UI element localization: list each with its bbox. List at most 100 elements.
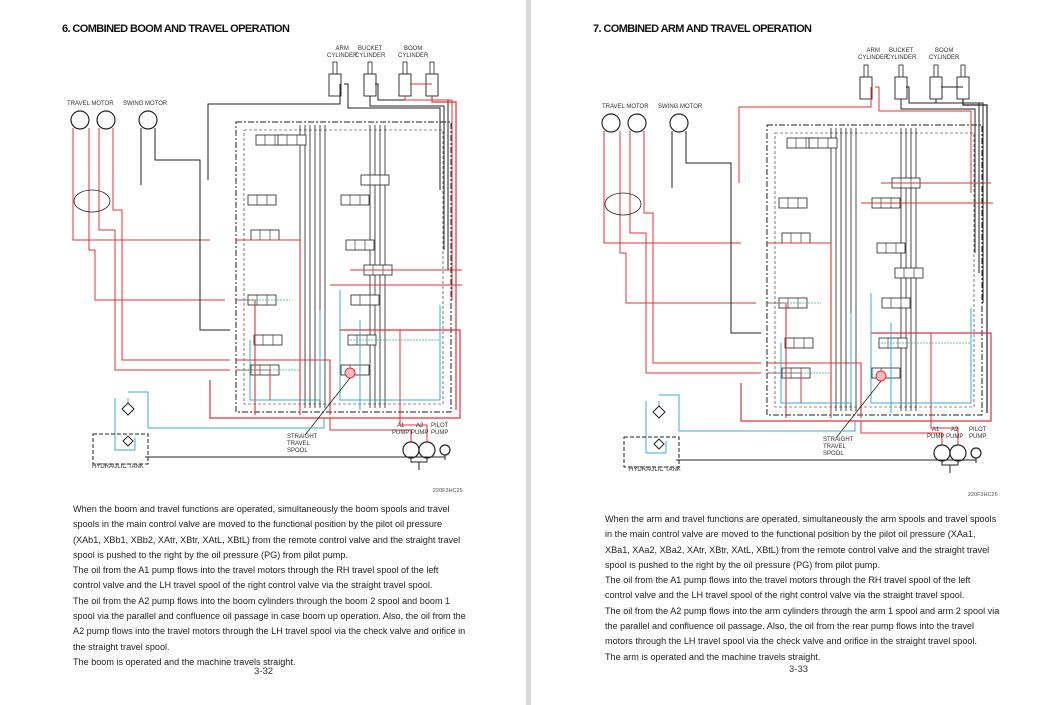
spool-icon xyxy=(340,194,370,206)
travel-line xyxy=(603,131,741,244)
arm-line xyxy=(344,83,441,190)
boom-line xyxy=(962,99,988,413)
paragraph: The oil from the A2 pump flows into the … xyxy=(605,605,1000,647)
bucket-cylinder-icon xyxy=(894,76,908,100)
arm-cylinder-label: ARM CYLINDER xyxy=(858,48,889,61)
spool-icon xyxy=(360,174,390,186)
section-title: 6. COMBINED BOOM AND TRAVEL OPERATION xyxy=(62,23,290,35)
travel-line xyxy=(619,131,756,304)
spool-icon xyxy=(345,239,375,251)
spool-icon xyxy=(876,242,906,254)
paragraph: The oil from the A2 pump flows into the … xyxy=(73,595,466,652)
suction-line xyxy=(410,458,428,463)
bucket-cylinder-icon xyxy=(363,73,377,97)
a2-pump-icon xyxy=(949,444,967,462)
section-title: 7. COMBINED ARM AND TRAVEL OPERATION xyxy=(593,23,812,35)
pressure-flow xyxy=(767,242,832,418)
arm-line xyxy=(207,84,341,180)
pump-line xyxy=(930,421,959,445)
page-left: 6. COMBINED BOOM AND TRAVEL OPERATION AR… xyxy=(0,0,526,705)
return-line xyxy=(659,394,856,432)
page-number: 3-32 xyxy=(254,666,274,677)
paragraph: The oil from the A1 pump flows into the … xyxy=(73,565,439,591)
swing-line xyxy=(685,131,761,334)
diagram-group xyxy=(601,64,993,473)
pressure-flow xyxy=(236,239,301,415)
pilot-pump-icon xyxy=(970,447,982,459)
arm-cylinder-icon xyxy=(328,73,342,97)
filter-icon xyxy=(653,438,665,450)
a1-pump-label: A1 PUMP xyxy=(927,427,945,440)
paragraph: The oil from the A1 pump flows into the … xyxy=(605,575,971,601)
pump-line xyxy=(329,418,412,442)
pressure-flow xyxy=(740,332,992,422)
pilot-pump-label: PILOT PUMP xyxy=(431,423,449,436)
pilot-pump-icon xyxy=(439,444,451,456)
spool-icon xyxy=(253,334,283,346)
boom-line xyxy=(431,96,457,410)
hydraulic-tank-icon xyxy=(623,436,680,468)
spool-icon xyxy=(781,232,811,244)
pilot-flow xyxy=(780,313,852,404)
spool-icon xyxy=(784,337,814,349)
spool-icon xyxy=(277,134,307,146)
highlight-ellipse xyxy=(73,189,111,213)
travel-motor-icon xyxy=(70,110,90,130)
pressure-flow xyxy=(209,329,461,419)
hydraulic-tank-label: HYDRAULIC TANK xyxy=(629,467,681,473)
filter-icon xyxy=(652,405,666,419)
straight-travel-spool-icon xyxy=(875,370,887,382)
spool-icon xyxy=(250,229,280,241)
hydraulic-tank-label: HYDRAULIC TANK xyxy=(92,464,144,470)
highlight-ellipse xyxy=(604,192,642,216)
page-right: 7. COMBINED ARM AND TRAVEL OPERATION ARM… xyxy=(531,0,1057,705)
pressure-flow xyxy=(236,359,331,415)
diagram-group xyxy=(70,61,462,470)
travel-motor-icon xyxy=(627,113,647,133)
hydraulic-tank-icon xyxy=(92,433,149,465)
boom-line xyxy=(935,99,984,303)
a1-pump-icon xyxy=(933,444,951,462)
description-text: When the arm and travel functions are op… xyxy=(605,512,1000,665)
pilot-flow xyxy=(249,310,321,401)
travel-line xyxy=(88,128,225,301)
main-control-valve xyxy=(766,124,983,416)
arm-line xyxy=(875,86,972,193)
straight-travel-spool-icon xyxy=(344,367,356,379)
a2-pump-label: A2 PUMP xyxy=(946,427,964,440)
hydraulic-circuit-diagram xyxy=(70,61,462,470)
boom-cylinder-label: BOOM CYLINDER xyxy=(929,48,960,61)
travel-line xyxy=(643,131,761,364)
bucket-line xyxy=(906,86,980,273)
spool-icon xyxy=(778,197,808,209)
suction-line xyxy=(941,461,959,466)
page-number: 3-33 xyxy=(789,664,809,675)
a2-pump-label: A2 PUMP xyxy=(411,423,429,436)
boom-cylinder-icon xyxy=(929,76,943,100)
swing-line xyxy=(154,128,230,331)
pump-line xyxy=(399,418,428,442)
pump-line xyxy=(860,421,943,445)
travel-motor-icon xyxy=(96,110,116,130)
pressure-flow xyxy=(236,299,256,415)
spool-icon xyxy=(350,294,380,306)
travel-motor-label: TRAVEL MOTOR xyxy=(67,101,114,107)
hydraulic-circuit-diagram xyxy=(601,64,993,473)
boom-cylinder-icon xyxy=(425,73,439,97)
travel-line xyxy=(112,128,230,361)
pilot-flow xyxy=(870,293,972,404)
arm-line xyxy=(738,87,872,183)
travel-line xyxy=(98,128,230,371)
boom-line xyxy=(404,96,453,300)
main-control-valve xyxy=(235,121,452,413)
boom-cylinder-label: BOOM CYLINDER xyxy=(398,46,429,59)
bucket-line xyxy=(375,83,449,270)
arm-cylinder-label: ARM CYLINDER xyxy=(327,46,358,59)
travel-line xyxy=(629,131,761,374)
spool-icon xyxy=(881,297,911,309)
a1-pump-label: A1 PUMP xyxy=(392,423,410,436)
pressure-flow xyxy=(767,302,787,418)
figure-code: 220F3HC25 xyxy=(433,488,463,494)
bucket-cylinder-label: BUCKET CYLINDER xyxy=(886,48,917,61)
return-line xyxy=(114,398,136,451)
